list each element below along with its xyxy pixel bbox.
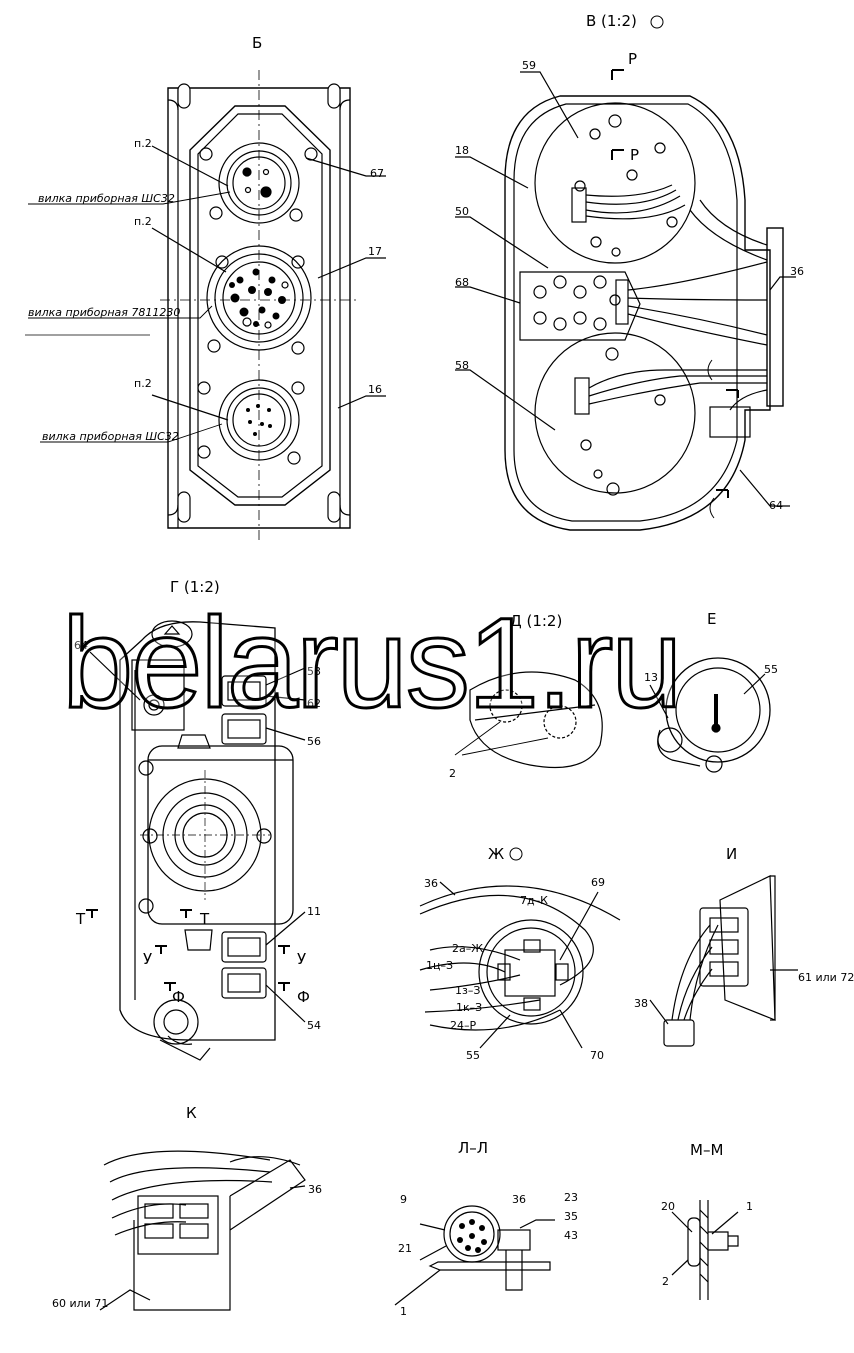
callout-13: 13 <box>644 671 658 684</box>
callout-2: 2 <box>449 767 456 780</box>
view-v-housing <box>455 15 796 531</box>
view-title-ll: Л–Л <box>458 1139 489 1157</box>
callout-38: 38 <box>634 997 648 1010</box>
view-title-e: Е <box>707 610 717 628</box>
note-p2: п.2 <box>134 137 152 150</box>
callout-61-or-72: 61 или 72 <box>798 971 854 984</box>
wire-label: 1к–З <box>456 1001 483 1014</box>
callout-23: 23 <box>564 1191 578 1204</box>
section-mark-t: Т <box>76 910 86 928</box>
wire-label: 24–Р <box>450 1019 477 1032</box>
view-i-detail <box>649 875 798 1047</box>
callout-62: 62 <box>307 697 321 710</box>
view-title-i: И <box>726 845 738 863</box>
section-mark-p: Р <box>630 146 640 164</box>
view-b-panel <box>25 70 386 540</box>
section-mark-u: У <box>297 950 307 968</box>
wire-label: 2а–Ж <box>452 942 484 955</box>
callout-36: 36 <box>308 1183 322 1196</box>
wire-label: 1ц–З <box>426 959 454 972</box>
callout-55: 55 <box>764 663 778 676</box>
section-mark-u: У <box>143 950 153 968</box>
view-e-detail <box>649 657 771 773</box>
callout-64: 64 <box>74 639 88 652</box>
view-title-zh: Ж <box>488 845 505 863</box>
view-d-detail <box>454 671 603 769</box>
view-k-detail <box>99 1150 306 1311</box>
note-p2: п.2 <box>134 377 152 390</box>
view-title-v: В (1:2) <box>586 12 637 30</box>
callout-11: 11 <box>307 905 321 918</box>
wire-label: 7д–К <box>520 894 548 907</box>
view-zh-detail <box>419 847 621 1049</box>
callout-21: 21 <box>398 1242 412 1255</box>
view-g-assembly <box>86 620 306 1061</box>
callout-56: 56 <box>307 735 321 748</box>
callout-50: 50 <box>455 205 469 218</box>
callout-55: 55 <box>466 1049 480 1062</box>
callout-36: 36 <box>512 1193 526 1206</box>
view-title-k: К <box>186 1104 197 1122</box>
callout-18: 18 <box>455 144 469 157</box>
wire-label: 1з–З <box>455 984 481 997</box>
callout-1: 1 <box>746 1200 753 1213</box>
callout-53: 53 <box>307 665 321 678</box>
callout-1: 1 <box>400 1305 407 1318</box>
callout-36: 36 <box>424 877 438 890</box>
callout-36: 36 <box>790 265 804 278</box>
callout-17: 17 <box>368 245 382 258</box>
callout-64: 64 <box>769 499 783 512</box>
watermark: belarus1.ru <box>61 592 684 735</box>
view-mm-section <box>671 1200 739 1300</box>
note-p2: п.2 <box>134 215 152 228</box>
callout-69: 69 <box>591 876 605 889</box>
view-title-g: Г (1:2) <box>170 578 220 596</box>
callout-54: 54 <box>307 1019 321 1032</box>
view-title-b: Б <box>252 34 263 52</box>
callout-35: 35 <box>564 1210 578 1223</box>
callout-16: 16 <box>368 383 382 396</box>
section-mark-f: Ф <box>297 988 310 1006</box>
callout-68: 68 <box>455 276 469 289</box>
callout-58: 58 <box>455 359 469 372</box>
callout-20: 20 <box>661 1200 675 1213</box>
view-ll-section <box>394 1205 555 1306</box>
plug-label: вилка приборная ШС32 <box>38 192 175 205</box>
callout-43: 43 <box>564 1229 578 1242</box>
callout-2: 2 <box>662 1275 669 1288</box>
plug-label: вилка приборная 7811230 <box>28 306 181 319</box>
callout-59: 59 <box>522 59 536 72</box>
view-title-d: Д (1:2) <box>510 612 563 630</box>
callout-70: 70 <box>590 1049 604 1062</box>
plug-label: вилка приборная ШС32 <box>42 430 179 443</box>
section-mark-p: Р <box>628 50 638 68</box>
section-mark-f: Ф <box>172 988 185 1006</box>
view-title-mm: М–М <box>690 1141 724 1159</box>
section-mark-t: Т <box>200 910 210 928</box>
callout-67: 67 <box>370 167 384 180</box>
callout-9: 9 <box>400 1193 407 1206</box>
callout-60-or-71: 60 или 71 <box>52 1297 109 1310</box>
